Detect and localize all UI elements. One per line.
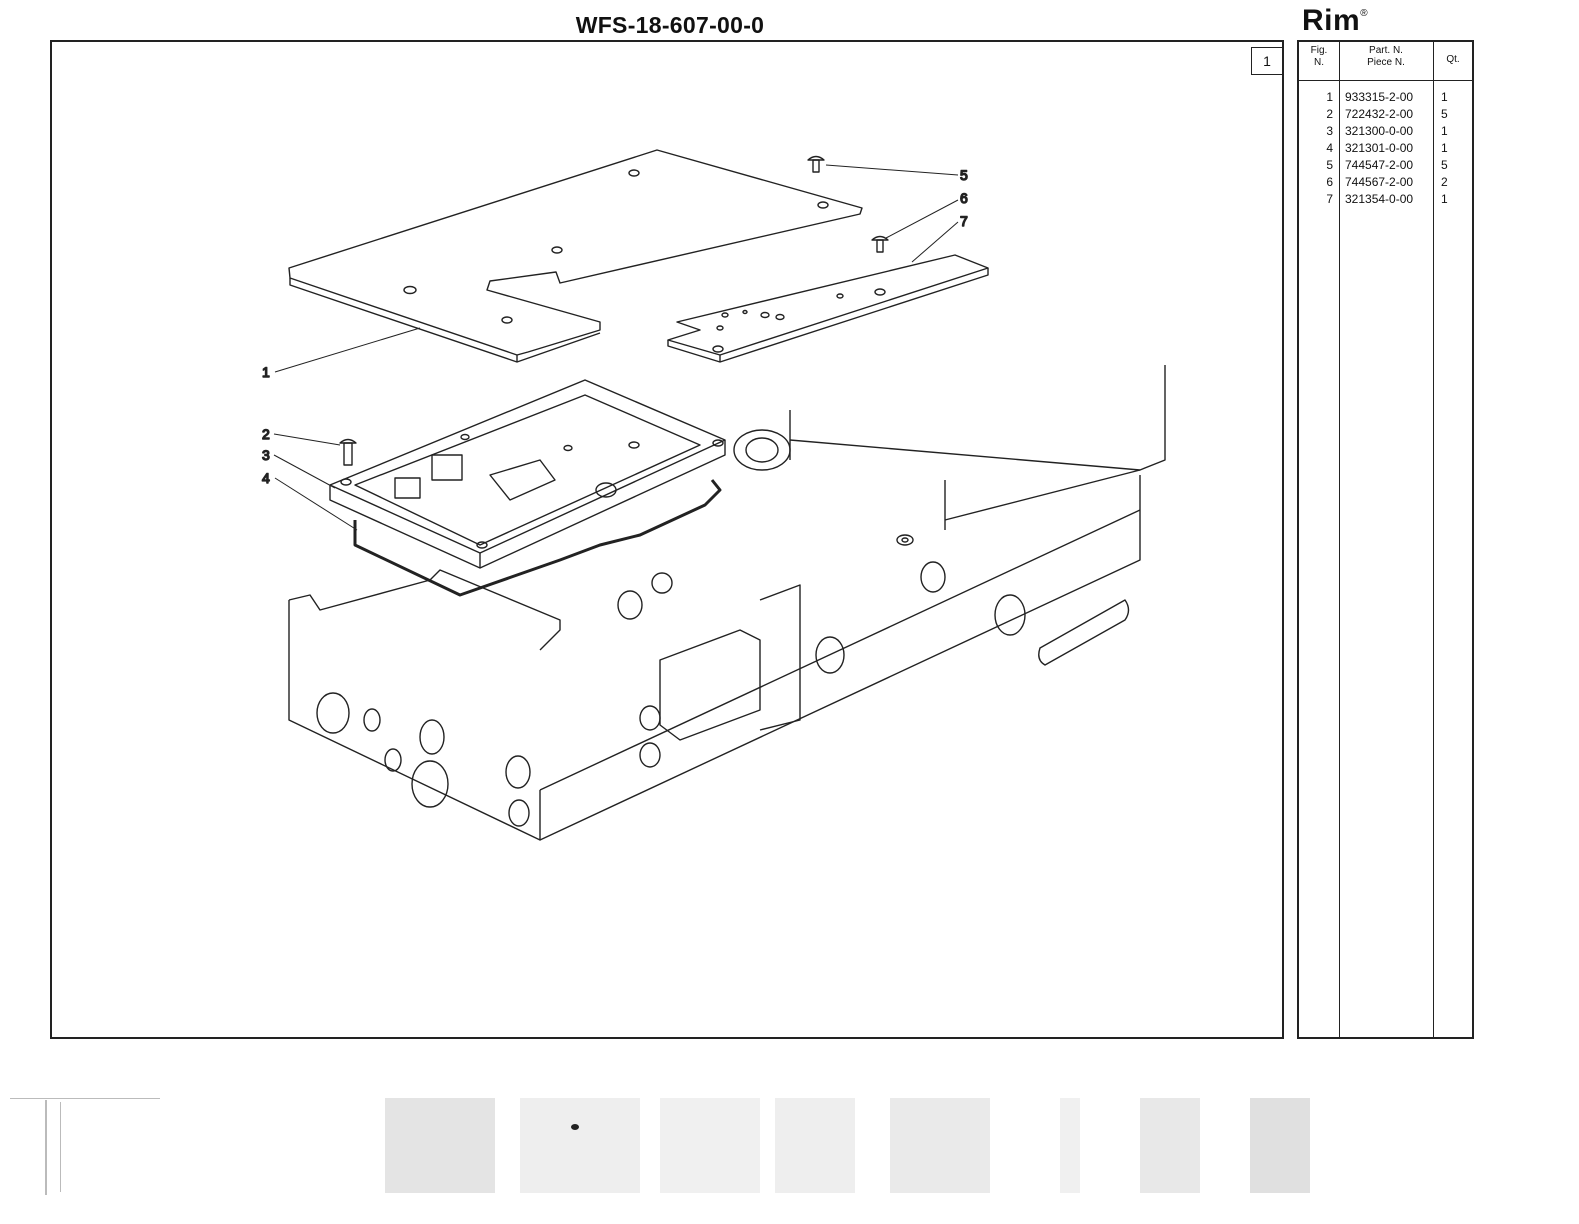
header-qty: Qt.	[1433, 54, 1473, 66]
callout-3: 3	[262, 447, 270, 463]
table-row: 3 321300-0-00 1	[1299, 124, 1472, 141]
header-fig-line1: Fig.	[1299, 45, 1339, 57]
callout-7: 7	[960, 213, 968, 229]
gasket	[355, 480, 720, 595]
cell-fig: 1	[1299, 90, 1339, 104]
header-part: Part. N. Piece N.	[1339, 45, 1433, 69]
cell-part-number: 933315-2-00	[1345, 90, 1435, 104]
cell-quantity: 5	[1441, 158, 1455, 172]
table-row: 4 321301-0-00 1	[1299, 141, 1472, 158]
plate-assembly	[330, 380, 725, 568]
cell-fig: 7	[1299, 192, 1339, 206]
screws	[340, 157, 888, 466]
cell-quantity: 2	[1441, 175, 1455, 189]
cell-part-number: 321301-0-00	[1345, 141, 1435, 155]
header-fig: Fig. N.	[1299, 45, 1339, 69]
cell-quantity: 1	[1441, 124, 1455, 138]
parts-table: Fig. N. Part. N. Piece N. Qt. 1 933315-2-…	[1297, 40, 1474, 1039]
cell-part-number: 722432-2-00	[1345, 107, 1435, 121]
leader-lines	[274, 165, 958, 530]
table-row: 7 321354-0-00 1	[1299, 192, 1472, 209]
header-fig-line2: N.	[1299, 57, 1339, 69]
cell-quantity: 1	[1441, 192, 1455, 206]
callout-2: 2	[262, 426, 270, 442]
callout-5: 5	[960, 167, 968, 183]
table-row: 6 744567-2-00 2	[1299, 175, 1472, 192]
brand-name: Rim	[1302, 4, 1360, 37]
scan-noise-strip	[0, 1090, 1579, 1200]
table-row: 5 744547-2-00 5	[1299, 158, 1472, 175]
header-part-line1: Part. N.	[1339, 45, 1433, 57]
table-row: 2 722432-2-00 5	[1299, 107, 1472, 124]
cell-part-number: 321300-0-00	[1345, 124, 1435, 138]
cell-part-number: 744547-2-00	[1345, 158, 1435, 172]
side-plate	[668, 255, 988, 362]
callout-6: 6	[960, 190, 968, 206]
cell-quantity: 1	[1441, 90, 1455, 104]
exploded-view-drawing: 1 2 3 4 5 6 7	[0, 0, 1290, 1045]
cell-quantity: 5	[1441, 107, 1455, 121]
cell-part-number: 321354-0-00	[1345, 192, 1435, 206]
callout-4: 4	[262, 470, 270, 486]
brand-logo: Rim®	[1302, 4, 1368, 38]
table-row: 1 933315-2-00 1	[1299, 90, 1472, 107]
cover-plate	[289, 150, 862, 362]
header-divider	[1299, 80, 1472, 81]
cell-fig: 6	[1299, 175, 1339, 189]
callout-1: 1	[262, 364, 270, 380]
cell-part-number: 744567-2-00	[1345, 175, 1435, 189]
cell-fig: 5	[1299, 158, 1339, 172]
cell-fig: 4	[1299, 141, 1339, 155]
machine-base	[289, 365, 1165, 840]
cell-fig: 3	[1299, 124, 1339, 138]
cell-quantity: 1	[1441, 141, 1455, 155]
cell-fig: 2	[1299, 107, 1339, 121]
registered-mark: ®	[1360, 8, 1368, 19]
header-part-line2: Piece N.	[1339, 57, 1433, 69]
